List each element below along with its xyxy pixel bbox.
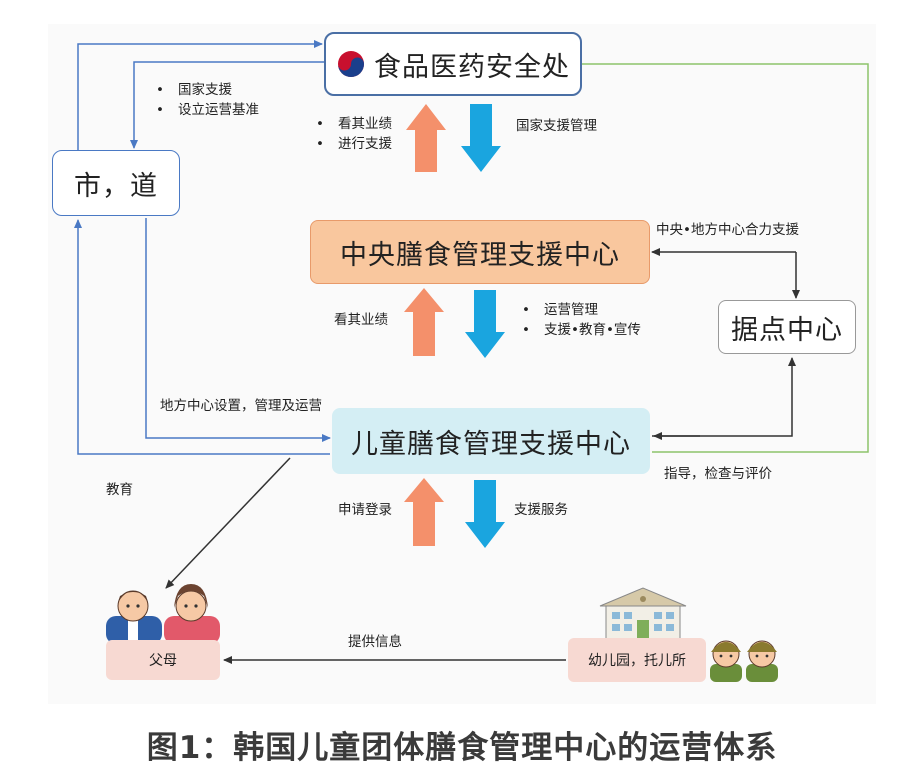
children-illustration (710, 640, 778, 682)
node-child: 儿童膳食管理支援中心 (332, 408, 650, 474)
node-central-label: 中央膳食管理支援中心 (340, 239, 620, 271)
node-hub: 据点中心 (718, 300, 856, 354)
node-mfds-label: 食品医药安全处 (374, 51, 570, 83)
node-central: 中央膳食管理支援中心 (310, 220, 650, 284)
label-ops-support-2: 支援•教育•宣传 (522, 320, 641, 340)
node-kinder-label: 幼儿园，托儿所 (588, 653, 686, 669)
label-performance-support: 看其业绩 进行支援 (316, 114, 392, 154)
edge-mfds-to-city (130, 61, 330, 149)
label-performance-support-2: 进行支援 (316, 134, 392, 154)
node-kinder: 幼儿园，托儿所 (568, 638, 706, 682)
down-arrow-central-to-child (465, 290, 505, 358)
figure-caption: 图1：韩国儿童团体膳食管理中心的运营体系 (146, 730, 778, 766)
label-guidance: 指导，检查与评价 (664, 466, 772, 482)
label-service: 支援服务 (514, 502, 568, 518)
korea-emblem-icon (338, 51, 364, 77)
parents-illustration (106, 584, 220, 644)
edge-child-to-city (74, 219, 330, 455)
node-parents-label: 父母 (149, 653, 177, 669)
label-performance-support-1: 看其业绩 (316, 114, 392, 134)
node-mfds: 食品医药安全处 (324, 32, 582, 96)
up-arrow-child-to-central (404, 288, 444, 356)
edge-city-to-mfds (77, 40, 323, 150)
label-ops-support: 运营管理 支援•教育•宣传 (522, 300, 641, 340)
node-child-label: 儿童膳食管理支援中心 (351, 428, 631, 460)
up-arrow-central-to-mfds (406, 104, 446, 172)
label-national-support-2: 设立运营基准 (156, 100, 259, 120)
down-arrow-child-to-kinder (465, 480, 505, 548)
down-arrow-mfds-to-central (461, 104, 501, 172)
node-city-label: 市，道 (74, 170, 158, 202)
label-national-support: 国家支援 设立运营基准 (156, 80, 259, 120)
label-performance: 看其业绩 (334, 312, 388, 328)
node-parents: 父母 (106, 640, 220, 680)
label-ops-support-1: 运营管理 (522, 300, 641, 320)
node-hub-label: 据点中心 (731, 314, 843, 346)
edge-mfds-guidance (582, 63, 869, 453)
label-central-local: 中央•地方中心合力支援 (656, 222, 799, 238)
up-arrow-kinder-to-child (404, 478, 444, 546)
label-national-support-1: 国家支援 (156, 80, 259, 100)
label-national-mgmt: 国家支援管理 (516, 118, 597, 134)
label-local-center: 地方中心设置，管理及运营 (160, 398, 322, 414)
edge-child-hub (652, 357, 796, 437)
node-city: 市，道 (52, 150, 180, 216)
edge-education (165, 457, 291, 589)
label-apply: 申请登录 (338, 502, 392, 518)
label-info: 提供信息 (348, 634, 402, 650)
label-education: 教育 (106, 482, 133, 498)
school-building-icon (599, 587, 687, 641)
edge-city-to-child (145, 218, 331, 442)
